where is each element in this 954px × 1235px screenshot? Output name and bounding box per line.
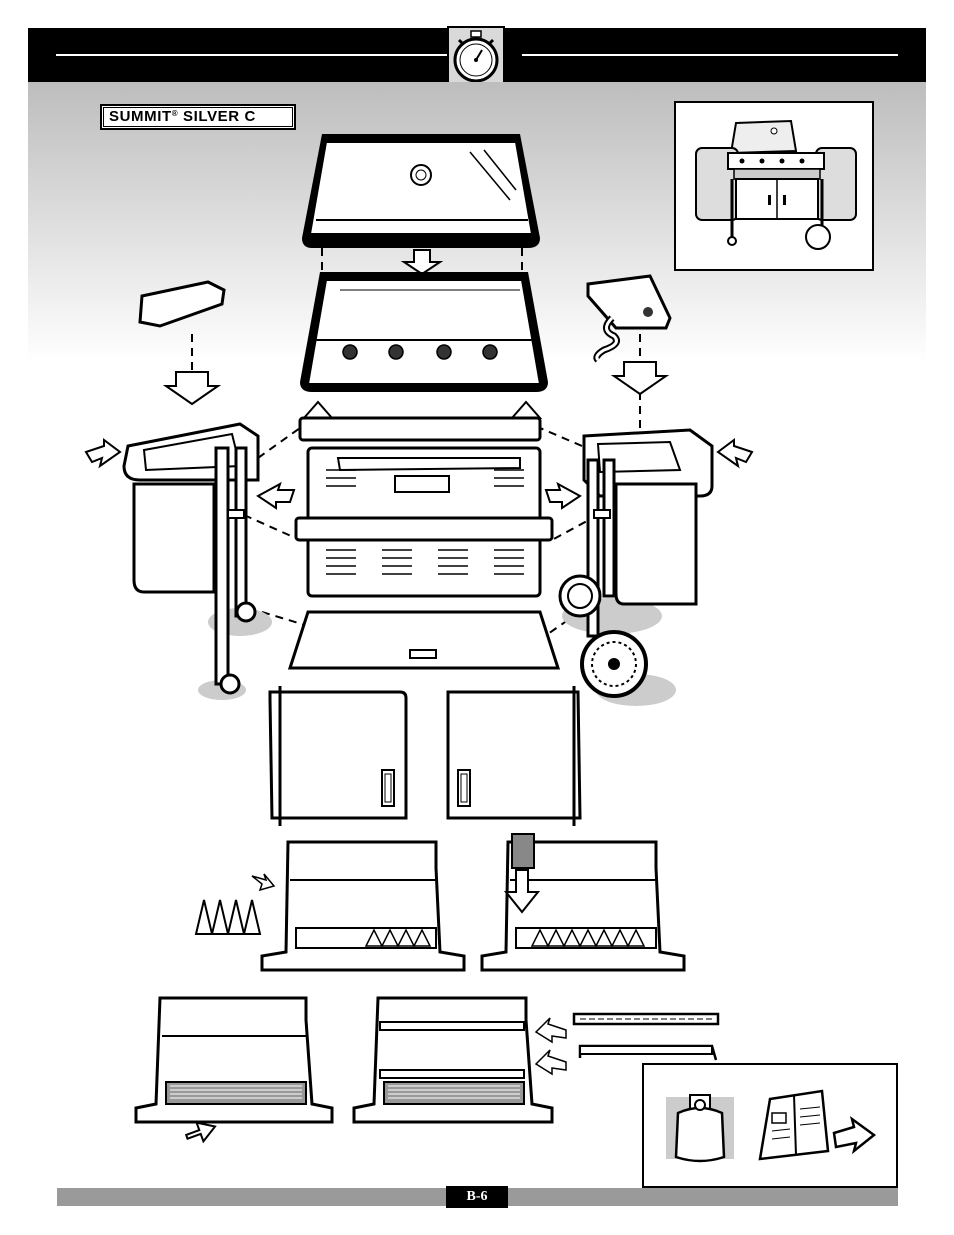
page-number: B-6	[446, 1186, 508, 1208]
cooking-grates-step	[136, 998, 332, 1146]
cabinet-doors	[270, 686, 580, 826]
flavorizer-bar-step	[196, 842, 464, 970]
right-cart	[560, 430, 712, 706]
cookbox	[300, 272, 548, 392]
smoker-box-step	[482, 834, 684, 970]
final-step-box	[642, 1063, 898, 1188]
grill-lid	[302, 134, 540, 248]
grill-frame	[296, 448, 552, 596]
owners-manual-icon	[760, 1091, 874, 1159]
propane-tank-icon	[666, 1095, 734, 1161]
left-cart	[124, 424, 272, 700]
